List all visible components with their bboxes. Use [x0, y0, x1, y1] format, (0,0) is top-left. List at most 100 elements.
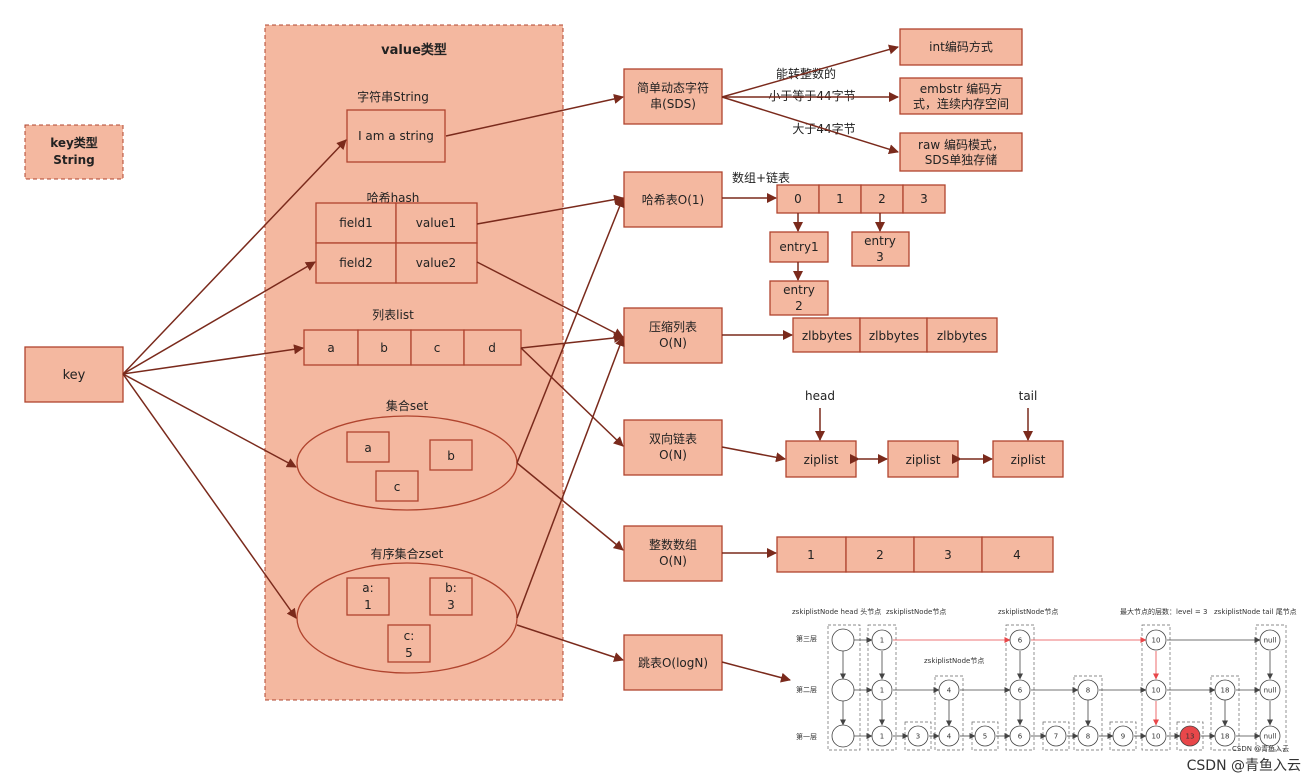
arrow-key-list [122, 344, 304, 375]
intset-4: 4 [1013, 548, 1021, 562]
sk-node [1077, 725, 1099, 747]
sk-frame [867, 624, 897, 751]
embstr-line2: 式，连续内存空间 [913, 96, 1009, 111]
sk-node [1145, 629, 1167, 651]
zset-member [387, 624, 431, 663]
value-type-title: value类型 [381, 42, 447, 58]
sk-node-value: 10 [1152, 637, 1161, 645]
sk-node-value: null [1264, 733, 1277, 741]
sk-frame [1210, 675, 1240, 751]
sk-node [1112, 725, 1134, 747]
hash-value2: value2 [416, 256, 456, 270]
sk-node-value: 10 [1152, 733, 1161, 741]
set-label: 集合set [386, 398, 429, 413]
sk-node [1045, 725, 1067, 747]
zset-b-score: 3 [447, 598, 455, 612]
sk-node-value: 8 [1086, 733, 1090, 741]
sk-node-value: null [1264, 687, 1277, 695]
hash-cell [395, 202, 478, 244]
arrow-sds-raw [721, 96, 899, 155]
hash-cell [395, 242, 478, 284]
intset-line2: O(N) [659, 554, 687, 568]
skiplist-illustration: zskiplistNode head 头节点 zskiplistNode节点 z… [792, 607, 1297, 753]
sk-node [1259, 725, 1281, 747]
sk-frame [827, 624, 861, 751]
sk-node [1009, 679, 1031, 701]
arrow-list-linkedlist [520, 347, 624, 447]
sk-node [1259, 679, 1281, 701]
key-label: key [63, 368, 86, 383]
hash-field2: field2 [339, 256, 373, 270]
sk-frame [1005, 624, 1035, 751]
ll-node [992, 440, 1064, 478]
zset-a-key: a: [362, 581, 373, 595]
list-c: c [434, 341, 441, 355]
skiplist-label: 跳表O(logN) [638, 656, 708, 670]
list-cell [463, 329, 522, 366]
linkedlist-box [623, 419, 723, 476]
sk-level-label: 最大节点的层数：level = 3 [1120, 607, 1207, 616]
sk-node-label: zskiplistNode节点 [998, 608, 1058, 616]
embstr-encoding-box [899, 77, 1023, 115]
sk-node [1145, 725, 1167, 747]
sk-node-value: 8 [1086, 687, 1090, 695]
sk-node-value: 13 [1186, 733, 1195, 741]
intset-cell [845, 536, 915, 573]
arrow-string-sds [445, 94, 624, 137]
set-b: b [447, 449, 455, 463]
sk-node [831, 628, 855, 652]
set-member [429, 439, 473, 471]
skiplist-box [623, 634, 723, 691]
sk-node-value: 18 [1221, 687, 1230, 695]
sk-mid-label: zskiplistNode节点 [924, 657, 984, 665]
ll-node [785, 440, 857, 478]
bucket-2: 2 [878, 192, 886, 206]
sk-node-value: 18 [1221, 733, 1230, 741]
sk-node [1145, 679, 1167, 701]
sk-node [1214, 725, 1236, 747]
string-value: I am a string [358, 129, 434, 143]
sk-node [938, 725, 960, 747]
arrow-hash-ziplist [476, 261, 624, 338]
bucket-0: 0 [794, 192, 802, 206]
sk-level1: 第一层 [796, 732, 817, 741]
sk-node-value: null [1264, 637, 1277, 645]
zlbytes-cell [792, 317, 861, 353]
head-label: head [805, 389, 835, 403]
arrow-sds-int [721, 44, 899, 98]
zlbytes-3: zlbbytes [937, 329, 987, 343]
sk-edges [840, 637, 1273, 739]
sk-tail-label: zskiplistNode tail 尾节点 [1214, 608, 1297, 616]
ll-node-1: ziplist [804, 453, 839, 467]
tail-label: tail [1019, 389, 1038, 403]
embstr-line1: embstr 编码方 [920, 81, 1002, 96]
edge-embstr-label: 小于等于44字节 [768, 88, 855, 103]
sk-node-value: 9 [1121, 733, 1125, 741]
sds-line1: 简单动态字符 [637, 80, 709, 95]
intset-box [623, 525, 723, 582]
raw-encoding-box [899, 132, 1023, 172]
intset-1: 1 [807, 548, 815, 562]
entry3-box [851, 231, 910, 267]
entry3-line1: entry [864, 234, 896, 248]
zset-c-score: 5 [405, 646, 413, 660]
arrow-hash-hashtable [476, 194, 624, 225]
sk-node-value: 1 [880, 637, 884, 645]
sk-node-value: 10 [1152, 687, 1161, 695]
sk-node [871, 679, 893, 701]
key-type-box [24, 124, 124, 180]
sk-node-value: 1 [880, 687, 884, 695]
string-label: 字符串String [357, 89, 429, 104]
zset-b-key: b: [445, 581, 457, 595]
zlbytes-2: zlbbytes [869, 329, 919, 343]
arrow-linkedlist-nodes [721, 446, 786, 463]
bucket-cell [776, 184, 820, 214]
zlbytes-cell [926, 317, 998, 353]
sk-node-label: zskiplistNode节点 [886, 608, 946, 616]
sk-node-value: 6 [1018, 733, 1023, 741]
bucket-cell [860, 184, 904, 214]
hash-field1: field1 [339, 216, 373, 230]
hash-table: field1 value1 field2 value2 [315, 202, 478, 284]
